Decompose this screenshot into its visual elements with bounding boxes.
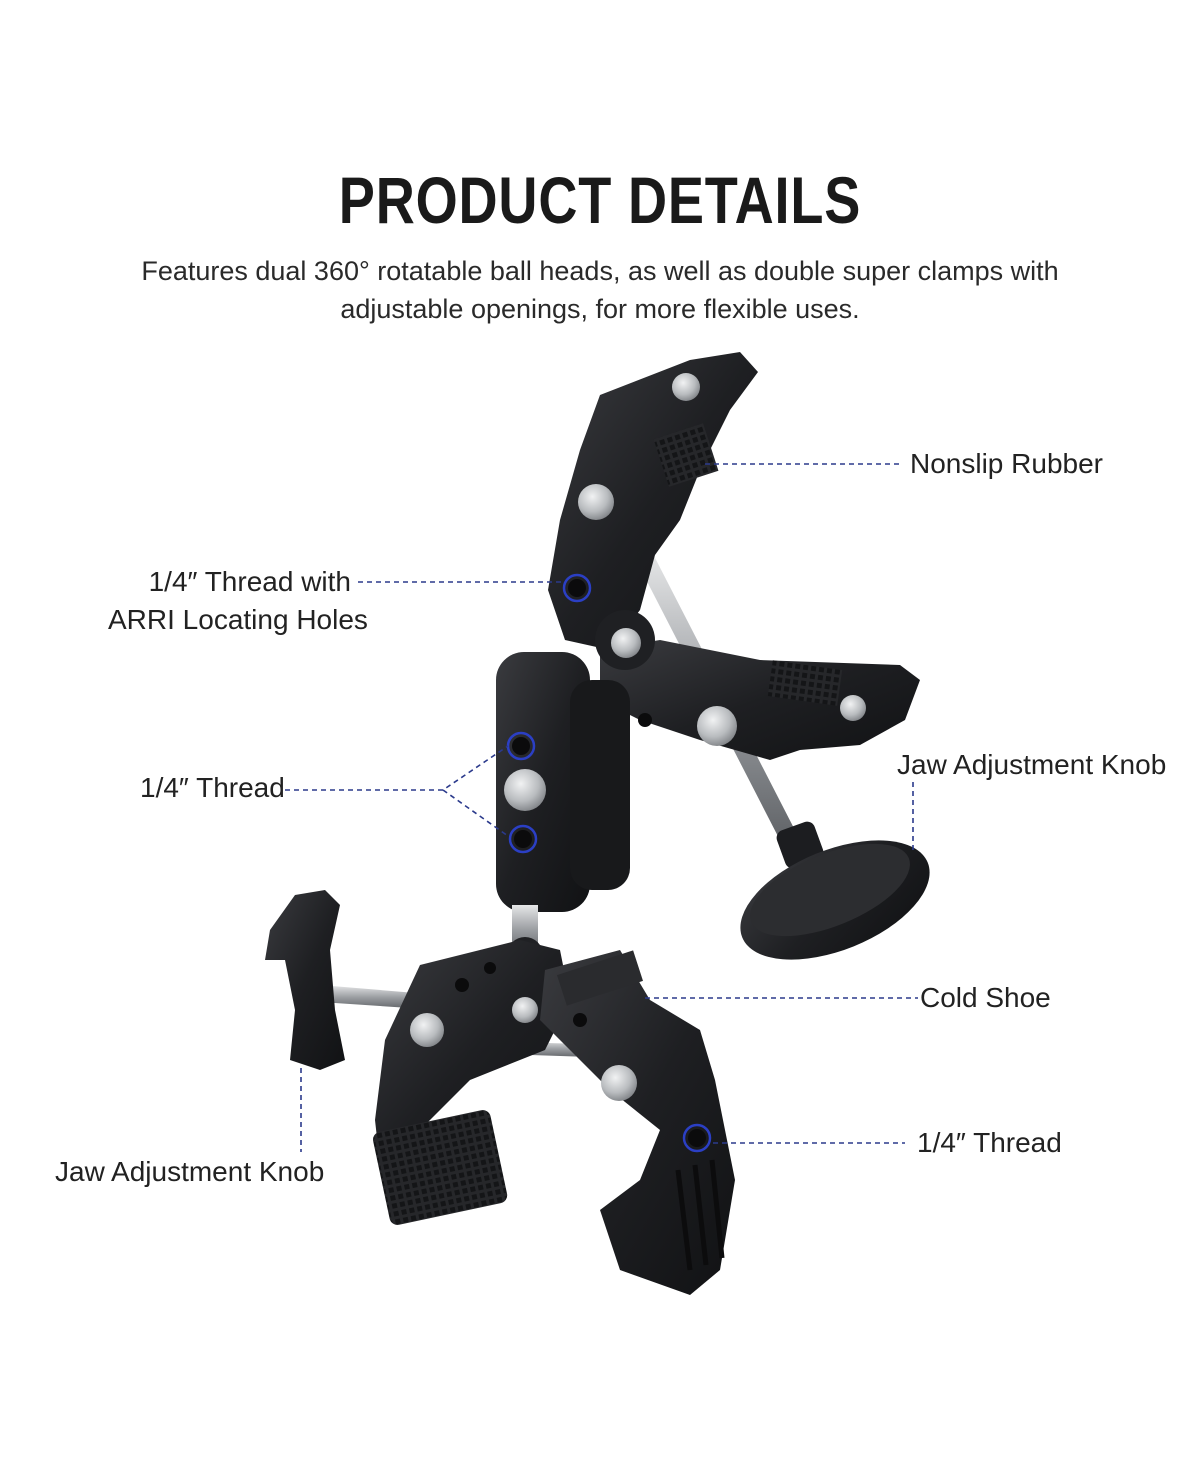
top-clamp-upper-jaw — [548, 352, 758, 650]
cold-shoe — [557, 950, 643, 1006]
leader-thread-middle — [285, 745, 509, 791]
leader-lines — [285, 463, 918, 1152]
label-nonslip-rubber: Nonslip Rubber — [910, 448, 1103, 479]
screw-top-1 — [672, 373, 700, 401]
label-thread-middle: 1/4″ Thread — [140, 772, 285, 803]
screw-middle — [504, 769, 546, 811]
page-subtitle: Features dual 360° rotatable ball heads,… — [100, 252, 1100, 328]
screw-bottom-1 — [410, 1013, 444, 1047]
label-thread-bottom: 1/4″ Thread — [917, 1127, 1062, 1158]
top-lower-rubber-pad — [767, 660, 843, 706]
screw-top-2 — [578, 484, 614, 520]
highlight-rings — [506, 573, 712, 1153]
label-thread-arri: 1/4″ Thread with ARRI Locating Holes — [108, 563, 368, 639]
bottom-clamp-ridges — [675, 1159, 725, 1271]
page-title: PRODUCT DETAILS — [338, 163, 862, 237]
subtitle-line-1: Features dual 360° rotatable ball heads,… — [141, 256, 1059, 286]
top-nonslip-rubber-pad — [653, 423, 719, 487]
screw-bottom-3 — [601, 1065, 637, 1101]
label-cold-shoe: Cold Shoe — [920, 982, 1051, 1013]
label-thread-arri-line2: ARRI Locating Holes — [108, 604, 368, 635]
screw-bottom-2 — [512, 997, 538, 1023]
label-thread-arri-line1: 1/4″ Thread with — [148, 566, 351, 597]
subtitle-line-2: adjustable openings, for more flexible u… — [340, 294, 860, 324]
label-jaw-knob-bottom: Jaw Adjustment Knob — [55, 1156, 325, 1187]
label-jaw-knob-top: Jaw Adjustment Knob — [897, 749, 1167, 780]
bottom-jaw-knob — [265, 890, 345, 1070]
thread-holes — [455, 579, 706, 1147]
screw-top-3 — [611, 628, 641, 658]
bottom-clamp-right-jaw — [540, 950, 735, 1295]
screw-top-4 — [697, 706, 737, 746]
bottom-rubber-pad — [373, 1110, 508, 1225]
bottom-clamp-left-jaw — [375, 940, 570, 1165]
screw-top-5 — [840, 695, 866, 721]
